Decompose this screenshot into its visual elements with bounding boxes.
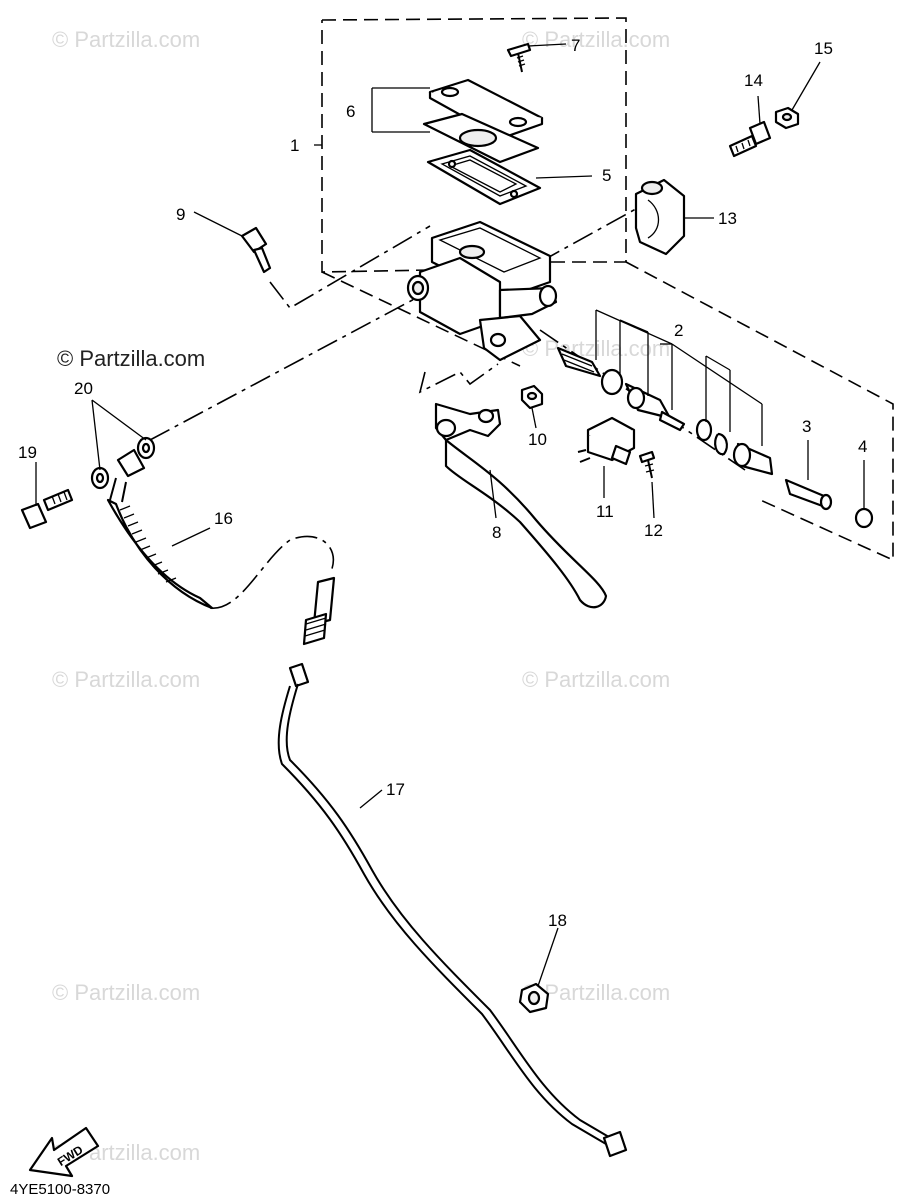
watermark: © Partzilla.com	[52, 980, 200, 1005]
callout-7: 7	[571, 36, 580, 55]
callout-5: 5	[602, 166, 611, 185]
callout-1: 1	[290, 136, 299, 155]
clip-part-18	[518, 982, 550, 1014]
nut-part-15	[774, 106, 800, 130]
axis-line-hose	[209, 535, 335, 609]
forward-arrow-icon: FWD	[28, 1126, 100, 1178]
washers-part-20	[90, 436, 156, 490]
callout-13: 13	[718, 209, 737, 228]
callout-6: 6	[346, 102, 355, 121]
callout-19: 19	[18, 443, 37, 462]
master-cylinder-body	[406, 220, 558, 362]
boot-part-4	[854, 507, 874, 529]
hose-part-16	[106, 448, 214, 610]
screw-part-12	[638, 450, 656, 479]
reservoir-cap-part-6	[422, 78, 544, 164]
axis-line-clamp	[539, 199, 653, 263]
bolt-part-14	[728, 120, 772, 158]
callout-18: 18	[548, 911, 567, 930]
watermark: © Partzilla.com	[52, 667, 200, 692]
watermark: © Partzilla.com	[57, 346, 205, 371]
watermark: © Partzilla.com	[52, 27, 200, 52]
callout-2: 2	[674, 321, 683, 340]
pushrod-part-3	[784, 478, 833, 511]
piston-kit-group-outline	[625, 261, 894, 562]
lever-part-8	[434, 402, 608, 609]
callout-12: 12	[644, 521, 663, 540]
axis-line-bolt	[149, 295, 421, 441]
callout-numbers: 1 2 3 4 5 6 7 8 9 10 11 12 13 14 15 16 1…	[18, 36, 867, 930]
nut-part-10	[520, 384, 544, 410]
bolt-part-19	[20, 488, 74, 530]
callout-16: 16	[214, 509, 233, 528]
callout-17: 17	[386, 780, 405, 799]
callout-14: 14	[744, 71, 763, 90]
group-outlines	[149, 17, 894, 609]
diagram-code: 4YE5100-8370	[10, 1181, 110, 1198]
callout-15: 15	[814, 39, 833, 58]
lower-group-outline	[321, 271, 521, 367]
callout-11: 11	[596, 502, 614, 521]
callout-20: 20	[74, 379, 93, 398]
leader-lines	[35, 43, 865, 987]
gasket-part-5	[426, 148, 542, 206]
piston-kit-part-2	[556, 309, 774, 476]
watermark: © Partzilla.com	[522, 27, 670, 52]
axis-line-bleeder	[269, 225, 431, 310]
bleeder-part-9	[240, 226, 272, 274]
callout-3: 3	[802, 417, 811, 436]
callout-9: 9	[176, 205, 185, 224]
switch-part-11	[577, 416, 636, 466]
clamp-part-13	[634, 178, 686, 256]
screw-part-7	[506, 42, 532, 73]
watermark: © Partzilla.com	[522, 667, 670, 692]
axis-line-bracket	[418, 363, 499, 394]
callout-10: 10	[528, 430, 547, 449]
hose-fitting	[302, 576, 336, 646]
brake-pipe-part-17	[277, 662, 628, 1158]
callout-4: 4	[858, 437, 867, 456]
callout-8: 8	[492, 523, 501, 542]
